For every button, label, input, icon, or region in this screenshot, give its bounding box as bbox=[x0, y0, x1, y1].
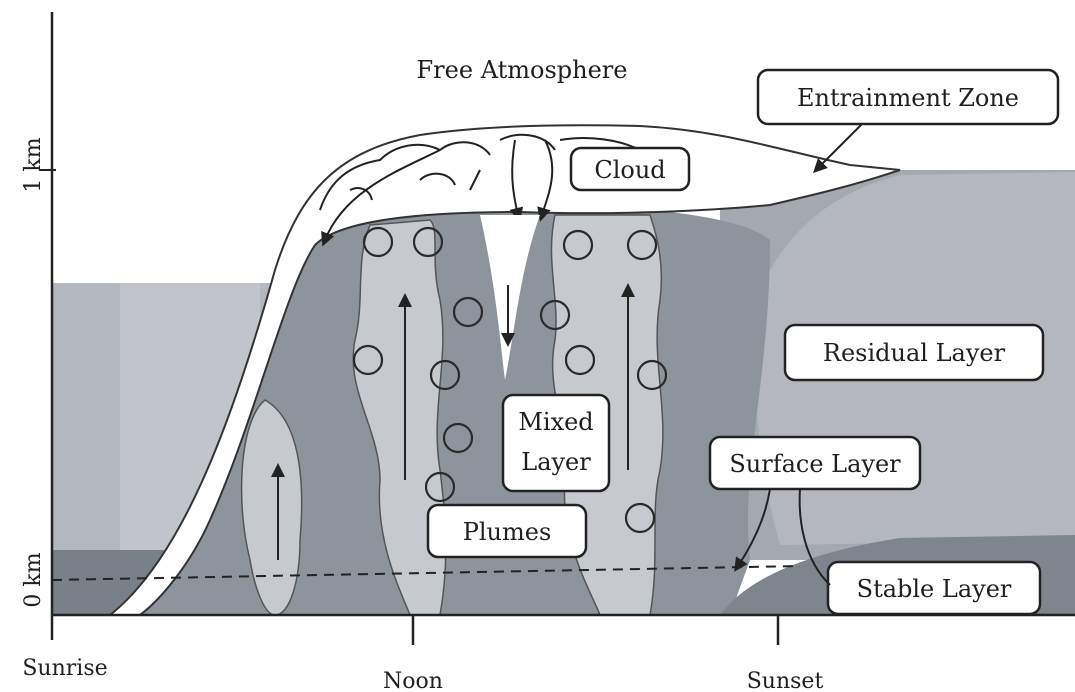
residual-layer-label: Residual Layer bbox=[823, 339, 1006, 367]
x-label-sunset: Sunset bbox=[747, 669, 824, 692]
entrainment-zone-label: Entrainment Zone bbox=[797, 84, 1019, 112]
y-label-1km: 1 km bbox=[21, 137, 46, 192]
cloud-label: Cloud bbox=[594, 156, 665, 184]
mixed-layer-label-line1: Mixed bbox=[518, 408, 593, 436]
y-label-0km: 0 km bbox=[21, 552, 46, 607]
entrainment-pointer bbox=[818, 124, 862, 168]
x-label-noon: Noon bbox=[383, 669, 443, 692]
mixed-layer-label-line2: Layer bbox=[521, 448, 591, 476]
surface-layer-label: Surface Layer bbox=[729, 450, 901, 478]
free-atmosphere-label: Free Atmosphere bbox=[417, 56, 628, 84]
stable-layer-label: Stable Layer bbox=[857, 575, 1012, 603]
x-label-sunrise: Sunrise bbox=[22, 656, 107, 681]
plumes-label: Plumes bbox=[463, 518, 552, 546]
